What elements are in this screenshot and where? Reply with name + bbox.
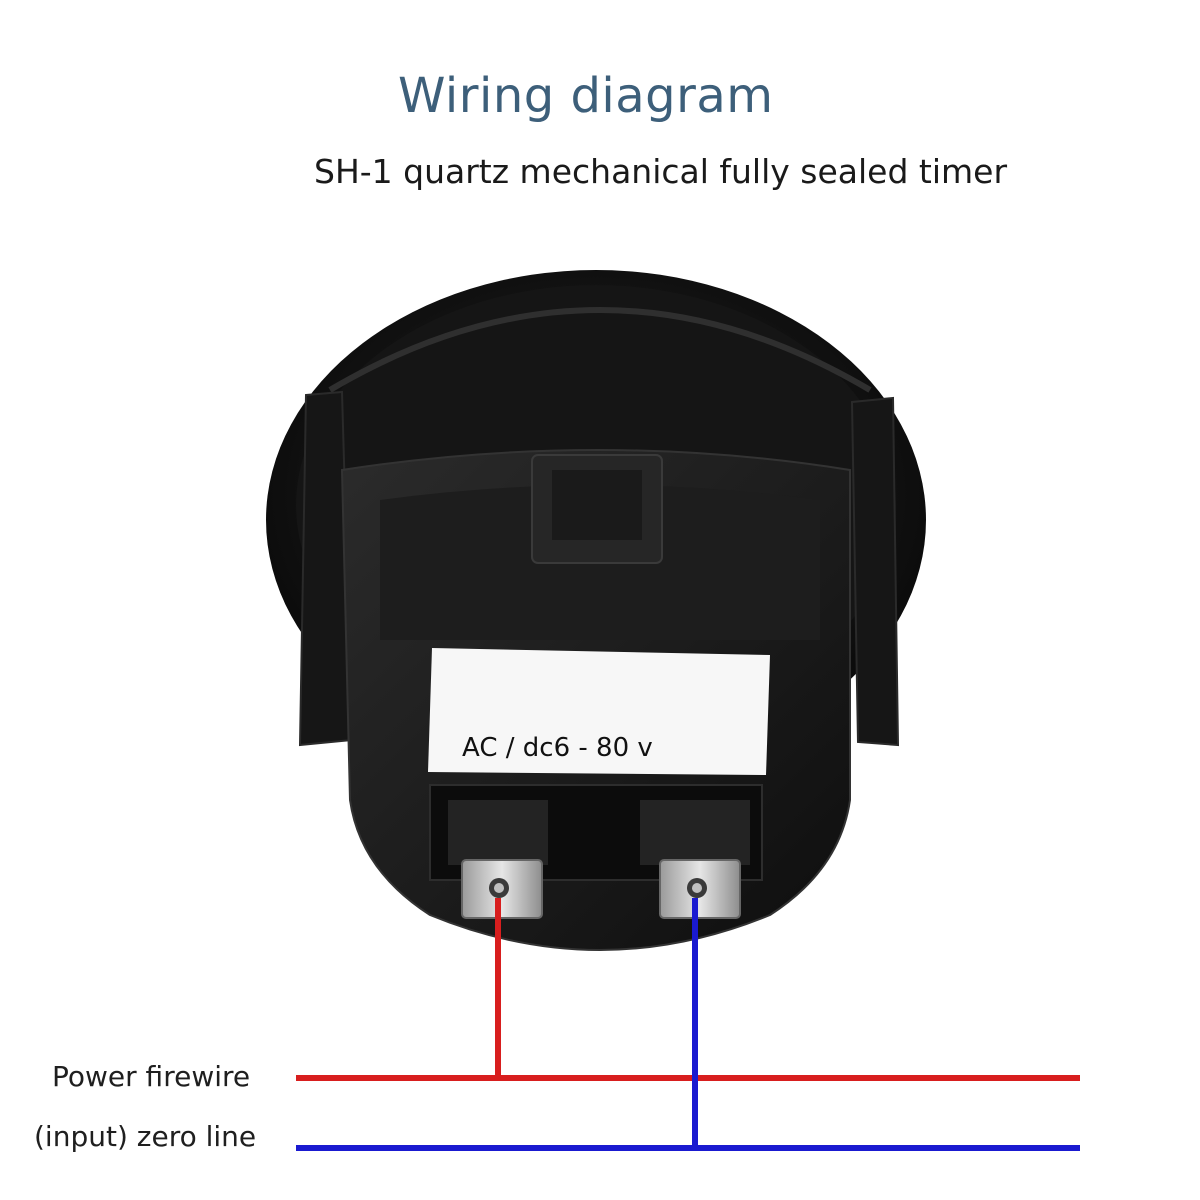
zero-line-label: (input) zero line bbox=[34, 1120, 257, 1153]
voltage-rating-text: AC / dc6 - 80 v bbox=[462, 733, 653, 763]
left-terminal-pin bbox=[461, 859, 543, 919]
right-clip bbox=[850, 396, 900, 747]
diagram-title: Wiring diagram bbox=[398, 68, 774, 124]
voltage-label-sticker bbox=[428, 648, 770, 775]
power-firewire-label: Power firewire bbox=[52, 1060, 251, 1093]
right-terminal-pin bbox=[659, 859, 741, 919]
diagram-subtitle: SH-1 quartz mechanical fully sealed time… bbox=[314, 152, 1008, 191]
